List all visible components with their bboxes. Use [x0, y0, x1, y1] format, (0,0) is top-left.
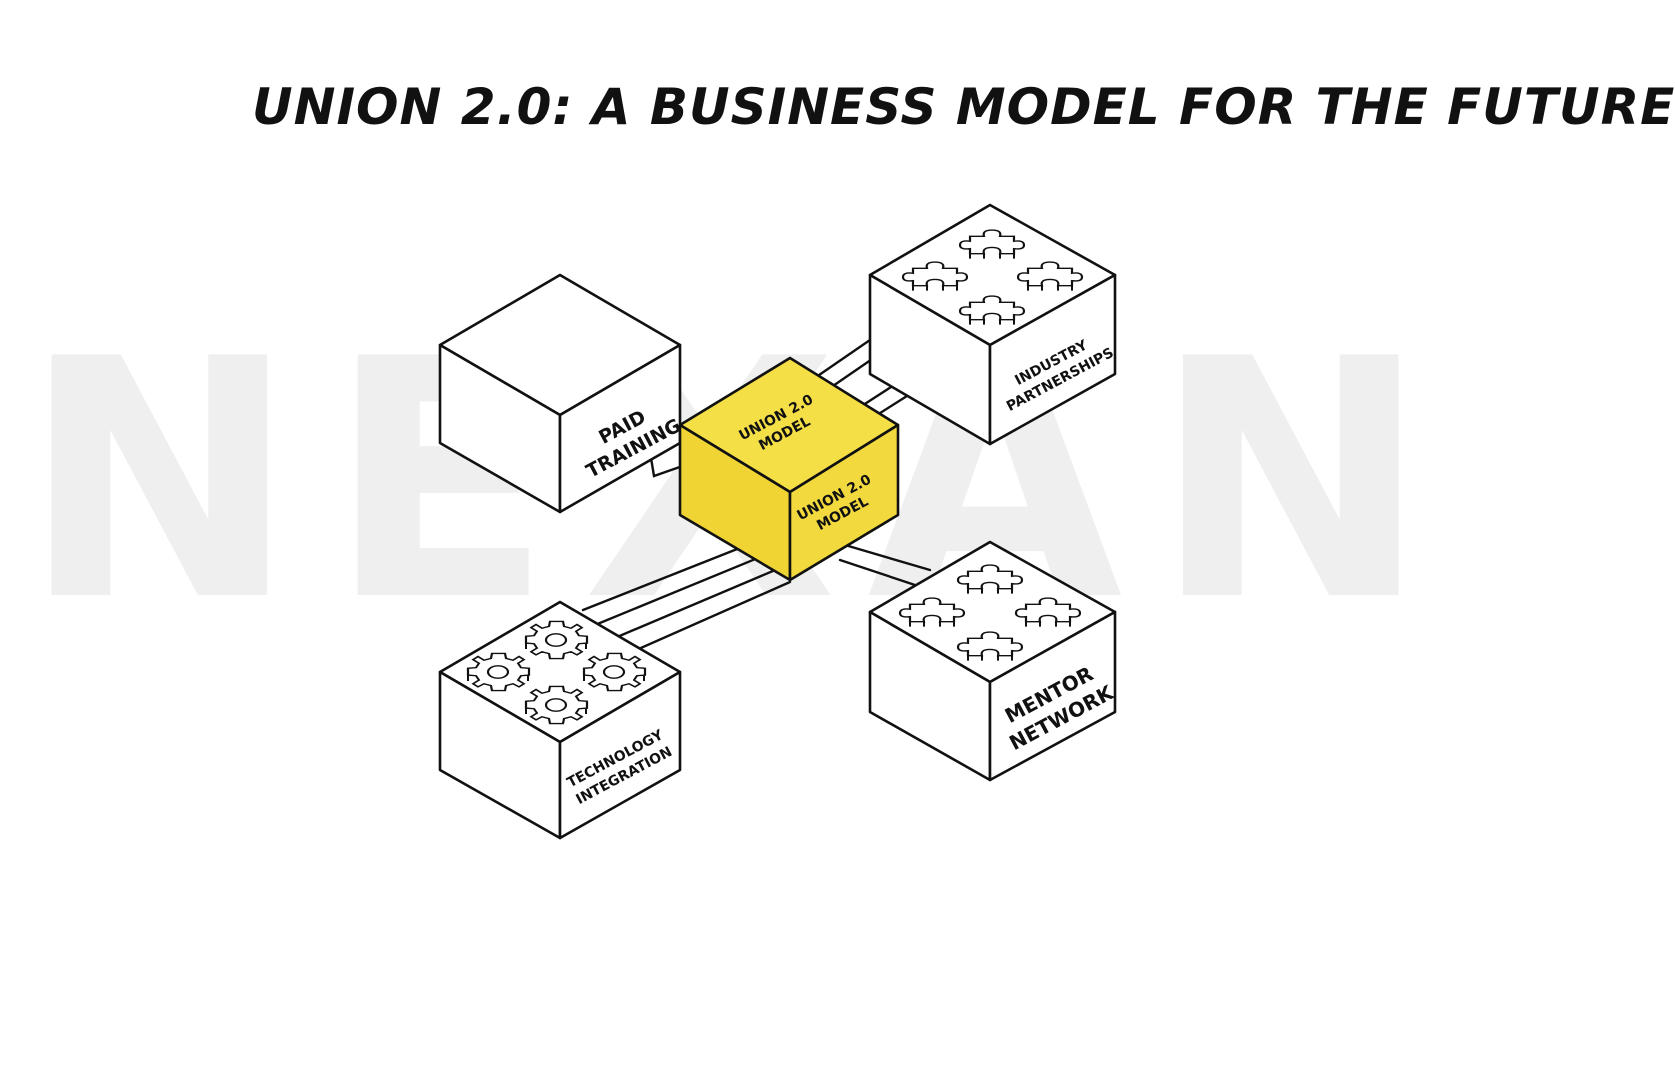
block-paid-training: PAID TRAINING [438, 273, 685, 514]
gear-icon [466, 652, 531, 692]
gear-icon [582, 652, 647, 692]
gear-icon [524, 685, 589, 725]
block-technology-integration: TECHNOLOGY INTEGRATION [438, 600, 682, 840]
gear-icon [524, 620, 589, 660]
block-union-model: UNION 2.0 MODEL UNION 2.0 MODEL [678, 356, 900, 582]
page-title: UNION 2.0: A BUSINESS MODEL FOR THE FUTU… [252, 78, 1675, 136]
block-industry-partnerships: INDUSTRY PARTNERSHIPS [868, 203, 1116, 446]
connector-technology [581, 538, 792, 657]
block-mentor-network: MENTOR NETWORK [868, 540, 1118, 782]
business-model-diagram: NEXAN PAID TRAINING [21, 203, 1429, 840]
connector-mentor [838, 543, 932, 587]
